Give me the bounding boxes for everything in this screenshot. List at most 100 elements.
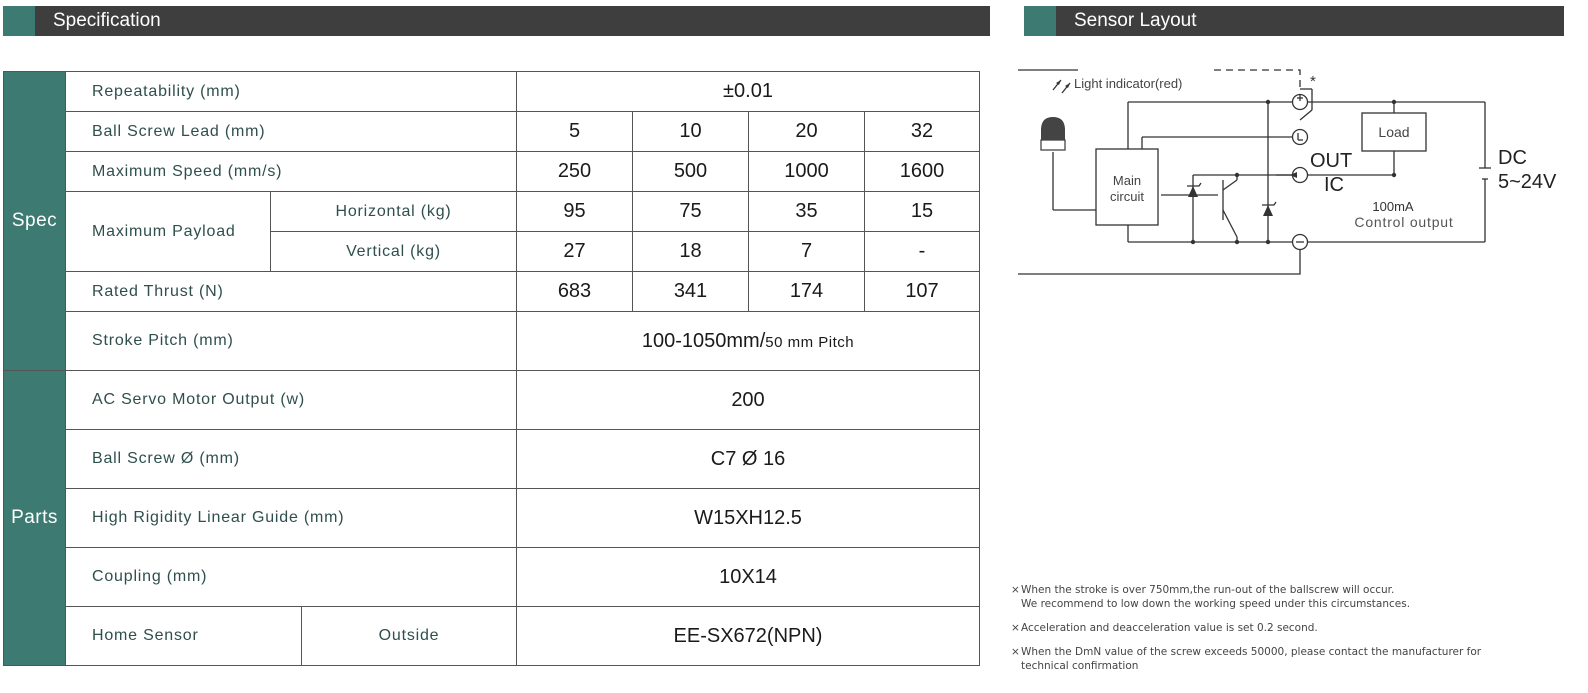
transistor-emitter (1222, 209, 1238, 238)
specification-title: Specification (53, 10, 161, 31)
wire (1299, 109, 1313, 121)
main-circuit-label-1: Main (1113, 173, 1141, 188)
motor-output-label: AC Servo Motor Output (w) (65, 370, 517, 430)
repeatability-label: Repeatability (mm) (65, 71, 517, 112)
group-spec: Spec (3, 71, 66, 371)
speed-value: 1600 (864, 151, 980, 192)
note-line: When the stroke is over 750mm,the run-ou… (1021, 584, 1395, 596)
home-sensor-label: Home Sensor (65, 606, 302, 666)
junction-dot (1391, 172, 1397, 178)
note-mark: × (1011, 622, 1020, 634)
note-mark: × (1011, 646, 1020, 658)
dc-label: DC (1498, 147, 1527, 169)
sensor-layout-header: Sensor Layout (1024, 6, 1564, 36)
ic-label: IC (1324, 174, 1344, 196)
note-item: ×When the stroke is over 750mm,the run-o… (1011, 583, 1571, 611)
home-sensor-value: EE-SX672(NPN) (516, 606, 980, 666)
lead-value: 5 (516, 111, 633, 152)
rated-thrust-label: Rated Thrust (N) (65, 271, 517, 312)
note-item: ×When the DmN value of the screw exceeds… (1011, 645, 1571, 673)
table-row: Spec Repeatability (mm) ±0.01 (3, 71, 980, 371)
load-label: Load (1378, 124, 1409, 140)
ball-screw-dia-value: C7 Ø 16 (516, 429, 980, 489)
zener-bar (1187, 182, 1202, 187)
asterisk: * (1310, 73, 1316, 90)
stroke-pitch-small: 50 mm Pitch (765, 333, 855, 351)
main-circuit-box (1095, 148, 1159, 226)
table-row: Ball Screw Ø (mm) C7 Ø 16 (4, 429, 980, 489)
main-circuit-label-2: circuit (1110, 189, 1144, 204)
thrust-value: 107 (864, 271, 980, 312)
junction-dot (1391, 99, 1397, 105)
ic-arrow-head (1290, 172, 1297, 178)
table-row: Rated Thrust (N) 683 341 174 107 (4, 271, 980, 312)
stroke-pitch-label: Stroke Pitch (mm) (65, 311, 517, 371)
group-parts: Parts (3, 370, 66, 666)
repeatability-value: ±0.01 (516, 71, 980, 112)
horizontal-value: 75 (632, 191, 749, 232)
sensor-outline-dashed (1214, 69, 1301, 89)
vertical-value: 18 (632, 231, 749, 272)
speed-value: 1000 (748, 151, 865, 192)
thrust-value: 683 (516, 271, 633, 312)
vertical-value: - (864, 231, 980, 272)
lead-value: 20 (748, 111, 865, 152)
linear-guide-label: High Rigidity Linear Guide (mm) (65, 488, 517, 548)
maximum-payload-label: Maximum Payload (65, 191, 271, 272)
motor-output-value: 200 (516, 370, 980, 430)
ball-screw-dia-label: Ball Screw Ø (mm) (65, 429, 517, 489)
voltage-label: 5~24V (1498, 171, 1557, 193)
lead-value: 10 (632, 111, 749, 152)
terminal-ground (1291, 128, 1309, 146)
sensor-outline (1018, 69, 1301, 275)
transistor-collector (1222, 179, 1238, 191)
note-line: We recommend to low down the working spe… (1021, 598, 1411, 610)
junction-dot (1265, 239, 1271, 245)
horizontal-value: 35 (748, 191, 865, 232)
header-accent (3, 6, 35, 36)
thrust-value: 341 (632, 271, 749, 312)
horizontal-value: 95 (516, 191, 633, 232)
table-row: Vertical (kg) 27 18 7 - (4, 231, 980, 272)
arrow-head (1056, 80, 1061, 85)
home-sensor-sub: Outside (301, 606, 517, 666)
note-line: When the DmN value of the screw exceeds … (1021, 646, 1482, 658)
zener-diode (1263, 205, 1273, 216)
table-row: Home Sensor Outside EE-SX672(NPN) (4, 606, 980, 666)
note-mark: × (1011, 584, 1020, 596)
notes: ×When the stroke is over 750mm,the run-o… (1011, 583, 1571, 683)
coupling-value: 10X14 (516, 547, 980, 607)
arrow-head (1065, 83, 1070, 88)
stroke-pitch-main: 100-1050mm/ (641, 329, 766, 352)
vertical-value: 7 (748, 231, 865, 272)
table-row: Maximum Speed (mm/s) 250 500 1000 1600 (4, 151, 980, 192)
speed-value: 500 (632, 151, 749, 192)
current-label: 100mA (1372, 199, 1414, 214)
table-row: Maximum Payload Horizontal (kg) 95 75 35… (4, 191, 980, 272)
sensor-wiring-diagram: Light indicator(red) * Main circuit Load… (1018, 69, 1557, 275)
junction-dot (1190, 239, 1196, 245)
table-row: High Rigidity Linear Guide (mm) W15XH12.… (4, 488, 980, 548)
table-row: Ball Screw Lead (mm) 5 10 20 32 (4, 111, 980, 152)
terminal-plus (1291, 93, 1309, 111)
zener-diode (1188, 186, 1198, 197)
maximum-speed-label: Maximum Speed (mm/s) (65, 151, 517, 192)
thrust-value: 174 (748, 271, 865, 312)
light-indicator-label: Light indicator(red) (1074, 76, 1182, 91)
specification-table: Spec Repeatability (mm) ±0.01 Ball Screw… (3, 71, 980, 666)
header-accent (1024, 6, 1056, 36)
specification-header: Specification (3, 6, 990, 36)
vertical-value: 27 (516, 231, 633, 272)
vertical-label: Vertical (kg) (270, 231, 517, 272)
stroke-pitch-value: 100-1050mm/50 mm Pitch (516, 311, 980, 371)
junction-dot (1265, 99, 1271, 105)
junction-dot (1234, 172, 1240, 178)
zener-bar (1262, 201, 1277, 206)
sensor-layout-title: Sensor Layout (1074, 10, 1197, 31)
horizontal-value: 15 (864, 191, 980, 232)
lead-value: 32 (864, 111, 980, 152)
ball-screw-lead-label: Ball Screw Lead (mm) (65, 111, 517, 152)
note-line: technical confirmation (1021, 660, 1139, 672)
table-row: Parts AC Servo Motor Output (w) 200 (3, 370, 980, 666)
junction-dot (1234, 239, 1240, 245)
